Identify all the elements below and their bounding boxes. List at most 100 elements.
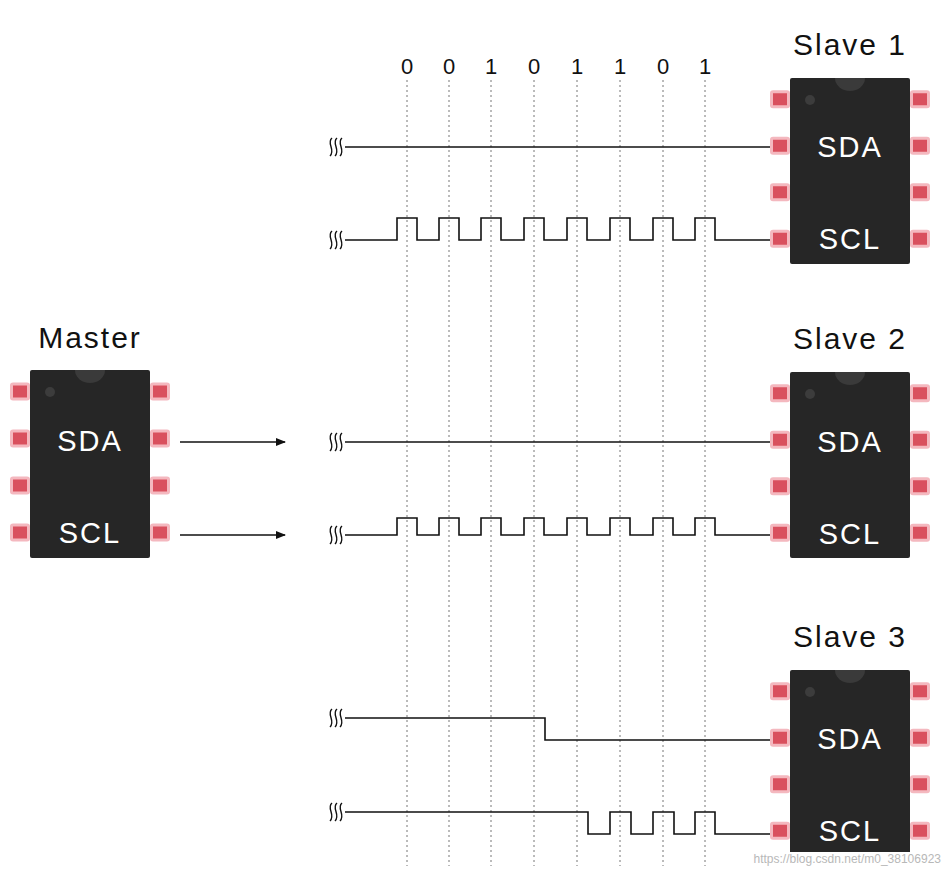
pin-glow [910, 230, 930, 248]
pin-glow [150, 383, 170, 401]
pin-pad [913, 93, 927, 105]
pin-glow [770, 822, 790, 840]
notch [75, 370, 105, 383]
bit-gridline [534, 80, 535, 866]
pin-pad [13, 386, 27, 398]
chip: Slave 1SDASCL [790, 23, 910, 264]
pin-pad [773, 732, 787, 744]
pin1-dot [805, 389, 815, 399]
pin-glow [910, 183, 930, 201]
pin-pad [913, 527, 927, 539]
chip-notch [790, 78, 910, 118]
pin-glow [910, 477, 930, 495]
pin-glow [770, 384, 790, 402]
break-mark [340, 138, 342, 156]
pin-pad [773, 140, 787, 152]
break-mark [340, 231, 342, 249]
pin-pad [913, 434, 927, 446]
chip-notch [790, 670, 910, 710]
chip-body: SDA SCL [790, 670, 910, 856]
chip-name: Slave 1 [750, 28, 950, 62]
chip-notch [790, 372, 910, 412]
bit-gridline [705, 80, 706, 866]
pin-label: SDA [790, 426, 910, 459]
pin-glow [910, 775, 930, 793]
pin-pad [913, 732, 927, 744]
bit-value: 1 [485, 54, 497, 80]
pin-pad [773, 480, 787, 492]
pin-glow [10, 383, 30, 401]
pin-glow [910, 90, 930, 108]
break-mark [330, 526, 332, 544]
sda-line [345, 441, 785, 443]
bit-value: 1 [571, 54, 583, 80]
pin-glow [910, 431, 930, 449]
pin-pad [153, 386, 167, 398]
break-mark [330, 138, 332, 156]
break-mark [340, 803, 342, 821]
pin-pad [913, 140, 927, 152]
pin-pad [773, 685, 787, 697]
break-mark [335, 526, 337, 544]
pin-glow [770, 477, 790, 495]
pin-pad [773, 825, 787, 837]
pin-pad [13, 527, 27, 539]
bit-gridline [449, 80, 450, 866]
pin-pad [773, 93, 787, 105]
pin-label: SDA [790, 723, 910, 756]
break-mark [340, 526, 342, 544]
bit-gridline [407, 80, 408, 866]
watermark: https://blog.csdn.net/m0_38106923 [752, 852, 943, 866]
pin-pad [913, 387, 927, 399]
break-mark [335, 709, 337, 727]
pin-pad [773, 527, 787, 539]
pin-pad [153, 433, 167, 445]
pin-glow [770, 524, 790, 542]
scl-line [345, 812, 785, 834]
chip-name: Slave 2 [750, 322, 950, 356]
pin-pad [913, 778, 927, 790]
pin-pad [153, 527, 167, 539]
pin-pad [773, 233, 787, 245]
pin-glow [10, 430, 30, 448]
chip-name: Master [0, 321, 190, 355]
bit-value: 0 [443, 54, 455, 80]
pin-glow [770, 775, 790, 793]
chip-notch [30, 370, 150, 410]
notch [835, 78, 865, 91]
bit-value: 1 [699, 54, 711, 80]
pin-glow [150, 524, 170, 542]
chip-body: SDA SCL [30, 370, 150, 558]
break-mark [335, 138, 337, 156]
break-mark [335, 433, 337, 451]
pin-label: SDA [30, 425, 150, 458]
pin-glow [910, 682, 930, 700]
pin-glow [770, 183, 790, 201]
pin-label: SCL [30, 517, 150, 550]
pin-glow [10, 477, 30, 495]
break-mark [340, 433, 342, 451]
pin-glow [770, 682, 790, 700]
pin1-dot [805, 687, 815, 697]
break-mark [330, 709, 332, 727]
break-mark [340, 709, 342, 727]
pin-pad [913, 825, 927, 837]
pin-label: SCL [790, 815, 910, 848]
break-symbols [330, 138, 342, 821]
scl-clock-line [345, 518, 785, 535]
pin-glow [770, 137, 790, 155]
master-scl-arrow [180, 534, 285, 536]
pin-glow [150, 477, 170, 495]
bit-gridlines [407, 80, 705, 866]
pin-label: SCL [790, 223, 910, 256]
bit-value: 1 [614, 54, 626, 80]
pin-glow [770, 431, 790, 449]
pin-pad [773, 186, 787, 198]
notch [835, 372, 865, 385]
bit-gridline [663, 80, 664, 866]
pin-pad [773, 434, 787, 446]
pin-pad [913, 685, 927, 697]
pin-glow [150, 430, 170, 448]
break-mark [330, 433, 332, 451]
notch [835, 670, 865, 683]
